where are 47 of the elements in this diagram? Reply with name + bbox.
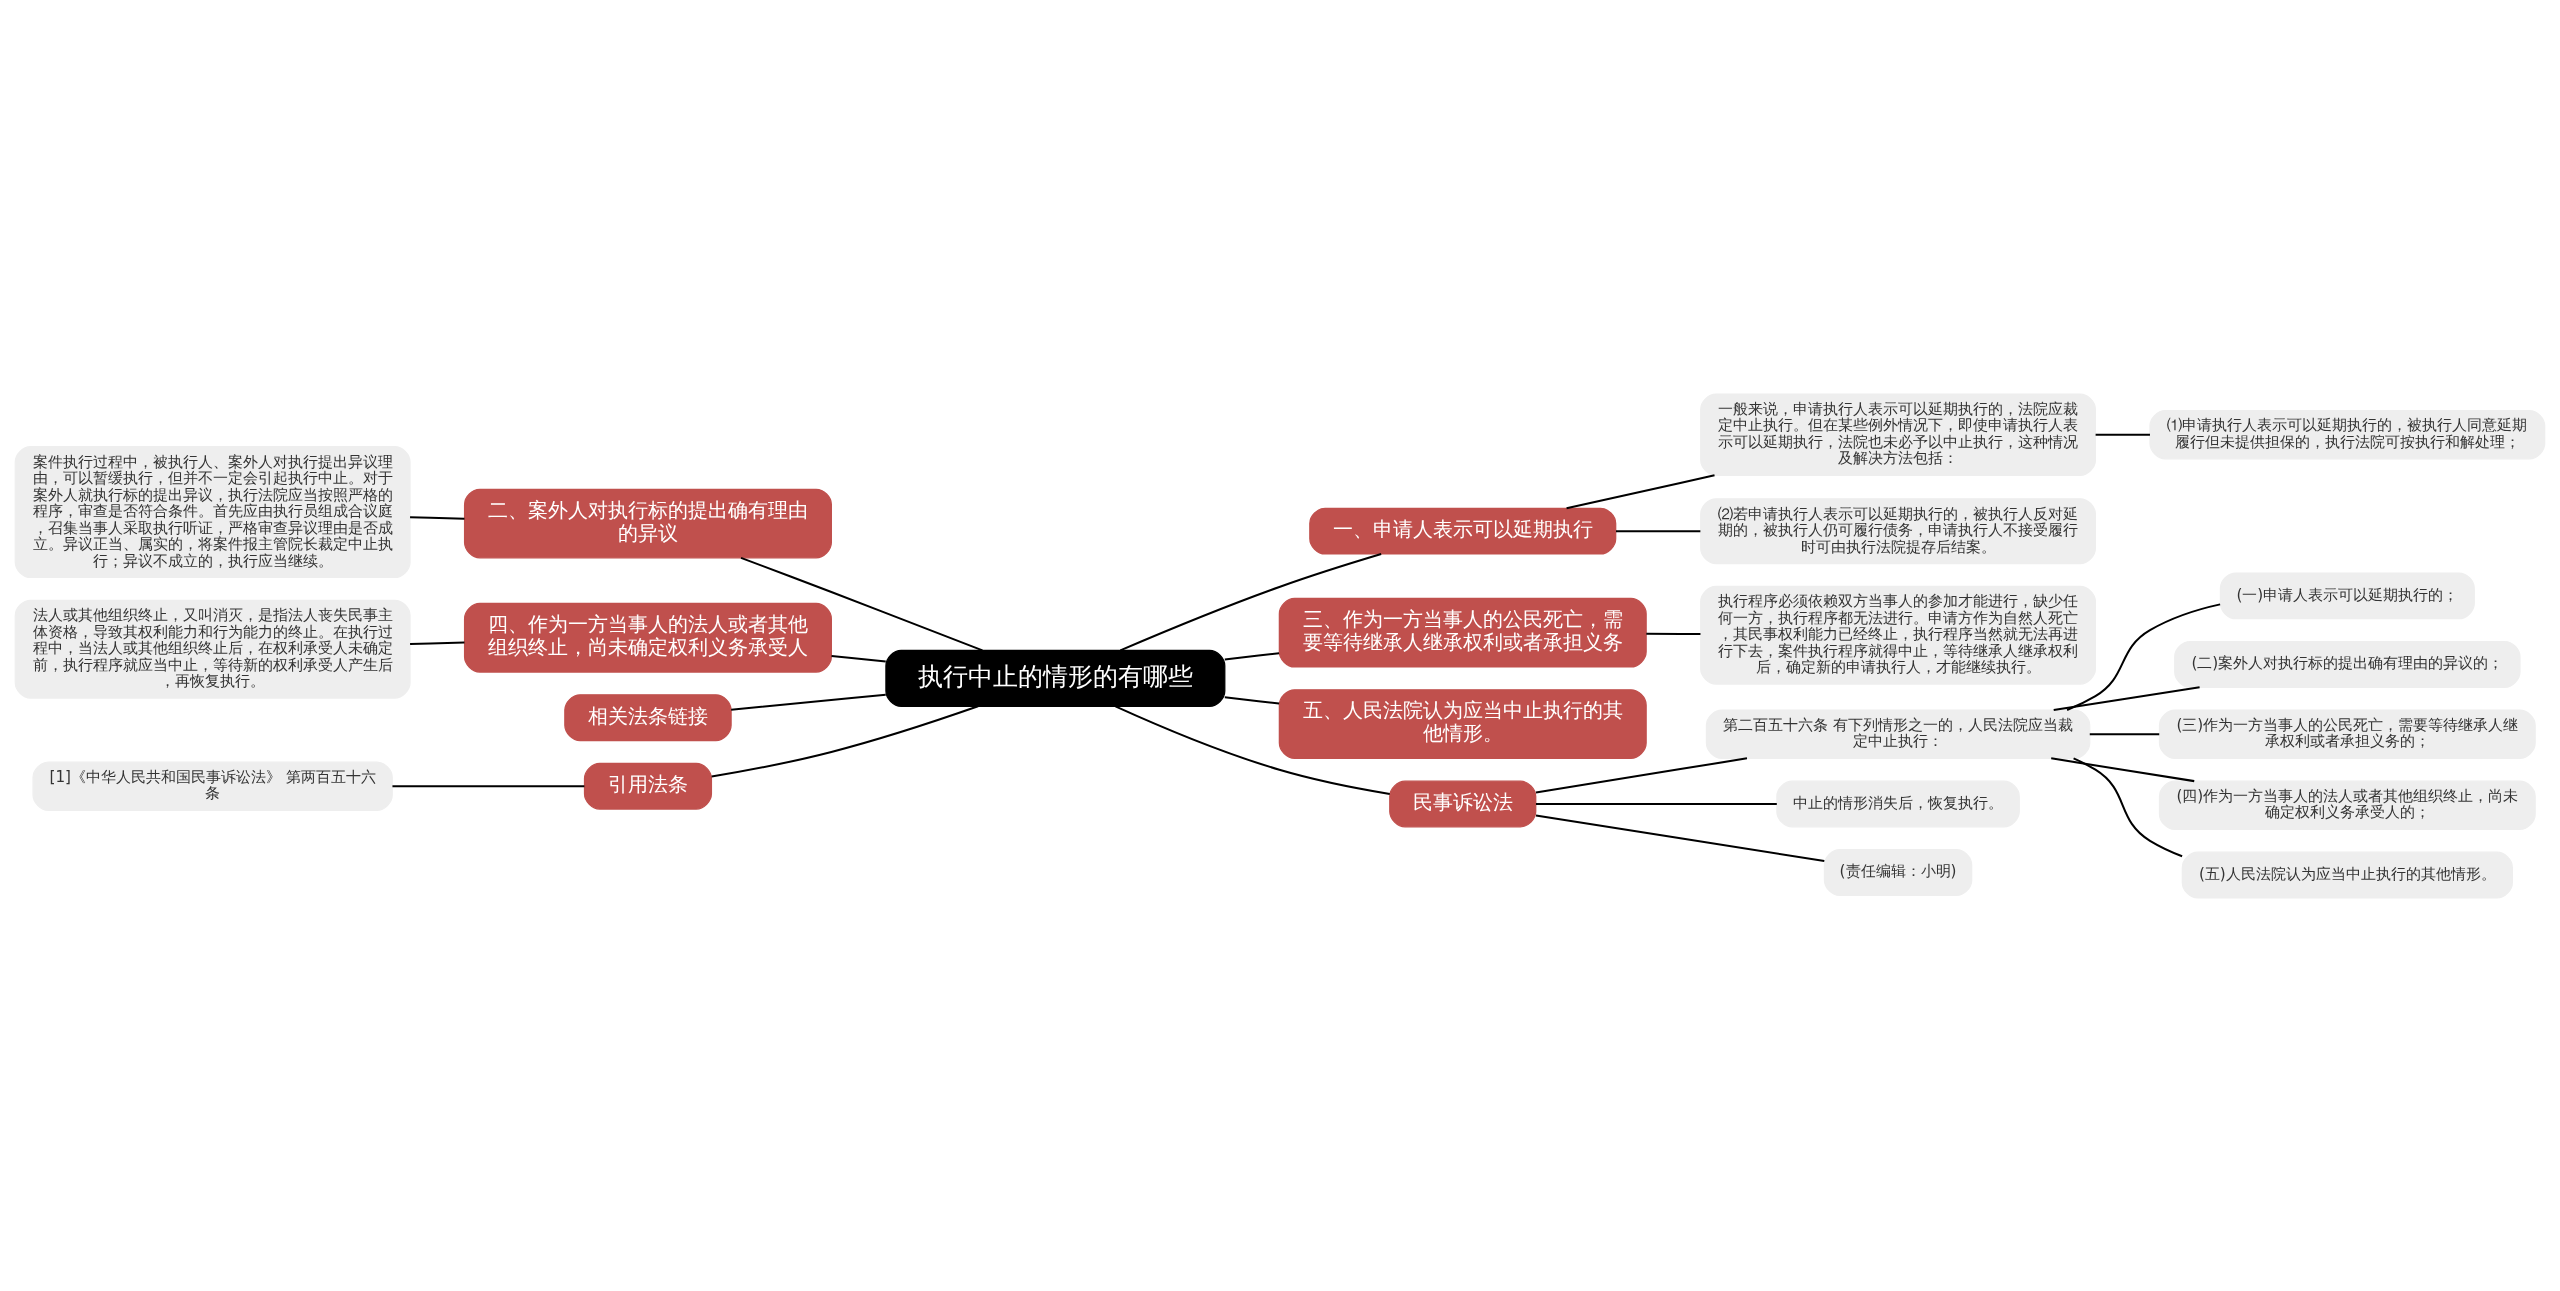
connector — [2053, 685, 2200, 711]
node-box: (一)申请人表示可以延期执行的； — [2219, 571, 2475, 619]
connector — [410, 515, 465, 520]
node-box: 执行程序必须依赖双方当事人的参加才能进行，缺少任何一方，执行程序都无法进行。申请方作为自然人死亡，其民事权利能力已经终止，执行程序当然就无法再进行下去，案件执行程序就得中止，等待继承人继承权利后，确定新的申请执行人，才能继续执行。 — [1700, 585, 2097, 685]
connector — [392, 784, 585, 787]
node-box: 一般来说，申请执行人表示可以延期执行的，法院应裁定中止执行。但在某些例外情况下，即使申请执行人表示可以延期执行，法院也未必予以中止执行，这种情况及解决方法包括： — [1700, 392, 2097, 476]
connector — [1535, 756, 1748, 793]
connector — [1224, 695, 1280, 704]
connector — [2066, 602, 2221, 711]
node-box: 中止的情形消失后，恢复执行。 — [1776, 780, 2020, 827]
node-box: (三)作为一方当事人的公民死亡，需要等待继承人继承权利或者承担义务的； — [2158, 708, 2536, 759]
node-box: 一、申请人表示可以延期执行 — [1309, 507, 1617, 555]
node-box: 民事诉讼法 — [1389, 780, 1537, 827]
connector — [2089, 732, 2160, 735]
node-box: (五)人民法院认为应当中止执行的其他情形。 — [2181, 851, 2513, 899]
node-box: 案件执行过程中，被执行人、案外人对执行提出异议理由，可以暂缓执行，但并不一定会引起执行中止。对于案外人就执行标的提出异议，执行法院应当按照严格的程序，审查是否符合条件。首先应由执行员组成合议庭，召集当事人采取执行听证，严格审查异议理由是否成立。异议正当、属实的，将案件报主管院长裁定中止执行；异议不成立的，执行应当继续。 — [14, 445, 411, 578]
node-box: (二)案外人对执行标的提出确有理由的异议的； — [2174, 640, 2521, 688]
node-box: 相关法条链接 — [564, 693, 732, 741]
node-box: 四、作为一方当事人的法人或者其他组织终止，尚未确定权利义务承受人 — [463, 602, 832, 673]
connector — [740, 556, 983, 651]
connector — [410, 641, 465, 645]
connector — [711, 704, 979, 778]
connector — [1224, 651, 1280, 660]
connector — [1535, 813, 1825, 862]
node-box: 第二百五十六条 有下列情形之一的，人民法院应当裁定中止执行： — [1705, 708, 2091, 759]
connector — [831, 654, 886, 662]
node-box: 引用法条 — [583, 762, 713, 810]
node-box: ⑵若申请执行人表示可以延期执行的，被执行人反对延期的，被执行人仍可履行债务，申请执行人不接受履行时可由执行法院提存后结案。 — [1700, 497, 2097, 564]
node-box: (责任编辑：小明) — [1823, 848, 1973, 896]
node-box: ⑴申请执行人表示可以延期执行的，被执行人同意延期履行但未提供担保的，执行法院可按执行和解处理； — [2149, 409, 2546, 459]
node-box: 二、案外人对执行标的提出确有理由的异议 — [463, 488, 832, 558]
node-box: (四)作为一方当事人的法人或者其他组织终止，尚未确定权利义务承受人的； — [2158, 780, 2536, 830]
node-box: 五、人民法院认为应当中止执行的其他情形。 — [1278, 688, 1647, 759]
connector — [2051, 756, 2195, 782]
node-box: [1]《中华人民共和国民事诉讼法》 第两百五十六条 — [32, 761, 393, 811]
node-box: 三、作为一方当事人的公民死亡，需要等待继承人继承权利或者承担义务 — [1278, 597, 1647, 668]
node-box: 执行中止的情形的有哪些 — [885, 649, 1226, 707]
connector — [1616, 529, 1701, 532]
connector — [1566, 473, 1715, 509]
connector — [1119, 552, 1382, 651]
connector — [731, 693, 886, 711]
connector — [2095, 433, 2150, 436]
connector — [1646, 632, 1701, 635]
node-box: 法人或其他组织终止，又叫消灭，是指法人丧失民事主体资格，导致其权利能力和行为能力的终止。在执行过程中，当法人或其他组织终止后，在权利承受人未确定前，执行程序就应当中止，等待新的权利承受人产生后，再恢复执行。 — [14, 599, 411, 699]
connector — [2073, 757, 2183, 857]
connector — [1115, 704, 1390, 795]
connector — [1535, 802, 1777, 805]
